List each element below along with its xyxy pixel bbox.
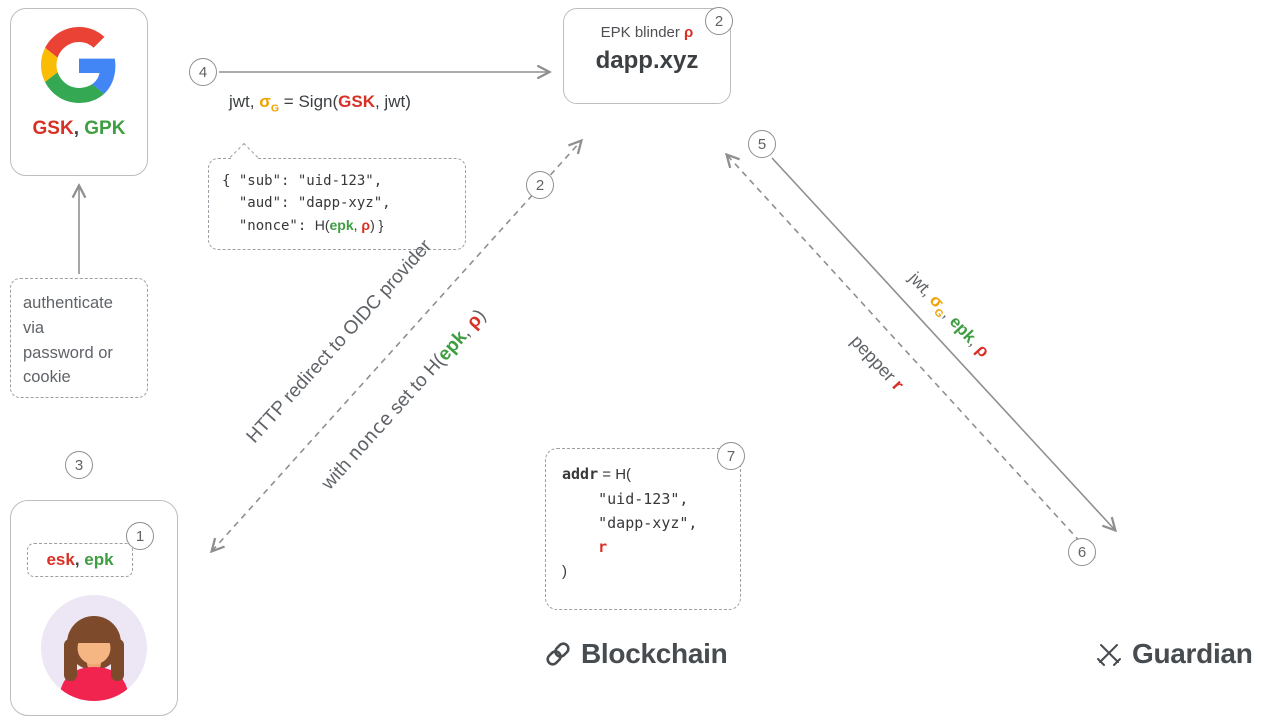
addr-line-3: "dapp-xyz", — [562, 514, 698, 532]
step-badge-3: 3 — [65, 451, 93, 479]
jwt-payload-bubble: { "sub": "uid-123", "aud": "dapp-xyz", "… — [208, 158, 466, 250]
arrow-send-to-guardian — [771, 157, 1115, 530]
dapp-box: EPK blinder ρ dapp.xyz — [563, 8, 731, 104]
authenticate-note: authenticate via password or cookie — [10, 278, 148, 398]
sign-suffix-text: , jwt) — [374, 92, 411, 111]
jwt-text: jwt, — [229, 92, 260, 111]
gsk-text: GSK — [338, 92, 375, 111]
keys-separator: , — [74, 550, 85, 569]
blockchain-text: Blockchain — [581, 638, 728, 669]
payload-line-sub: { "sub": "uid-123", — [222, 173, 383, 189]
epk-blinder-text: EPK blinder — [600, 24, 685, 41]
payload-line-aud: "aud": "dapp-xyz", — [222, 195, 391, 212]
authenticate-text: authenticate via password or cookie — [23, 294, 113, 387]
guardian-text: Guardian — [1132, 638, 1253, 669]
equals-sign-text: = Sign( — [279, 92, 339, 111]
blockchain-label: Blockchain — [543, 638, 728, 670]
step-badge-1: 1 — [126, 522, 154, 550]
step-badge-4: 4 — [189, 58, 217, 86]
google-keys-label: GSK, GPK — [11, 118, 147, 140]
guardian-label: Guardian — [1094, 638, 1253, 670]
step-badge-7: 7 — [717, 442, 745, 470]
user-avatar — [41, 595, 147, 701]
addr-line-4: r — [598, 538, 608, 556]
epk-blinder-label: EPK blinder ρ — [564, 24, 730, 41]
blockchain-chain-icon — [546, 642, 570, 666]
address-derivation-box: addr = H( "uid-123", "dapp-xyz", r ) — [545, 448, 741, 610]
arrow-oidc-redirect — [212, 141, 581, 551]
sign-label: jwt, σG = Sign(GSK, jwt) — [229, 92, 411, 114]
arrow-pepper-response — [727, 155, 1096, 559]
addr-line-1: addr = H( — [562, 465, 632, 483]
google-logo-icon — [41, 27, 116, 103]
step-badge-2-dapp: 2 — [705, 7, 733, 35]
epk-text: epk — [84, 550, 114, 569]
addr-line-5: ) — [562, 563, 567, 580]
user-box: esk, epk — [10, 500, 178, 716]
user-keys-box: esk, epk — [27, 543, 133, 577]
dapp-name: dapp.xyz — [595, 47, 699, 74]
gsk-text: GSK — [32, 118, 74, 139]
step-badge-5: 5 — [748, 130, 776, 158]
rho-text: ρ — [684, 24, 694, 41]
addr-line-2: "uid-123", — [562, 490, 689, 508]
esk-text: esk — [46, 550, 75, 569]
keys-separator: , — [73, 118, 85, 139]
oidc-provider-box: GSK, GPK — [10, 8, 148, 176]
sigma-g-text: σG — [259, 92, 280, 115]
step-badge-2-redirect: 2 — [526, 171, 554, 199]
guardian-swords-icon — [1097, 644, 1121, 666]
gpk-text: GPK — [84, 118, 126, 139]
step-badge-6: 6 — [1068, 538, 1096, 566]
